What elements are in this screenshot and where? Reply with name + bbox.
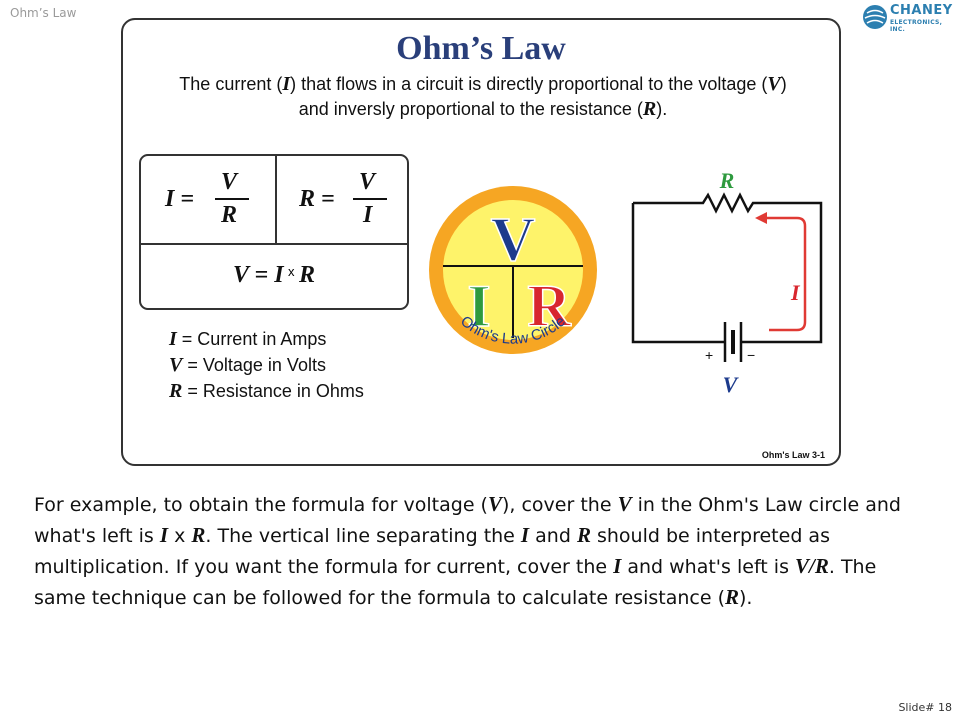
figure-description: The current (I) that flows in a circuit …	[179, 73, 787, 120]
ohms-law-figure: Ohm’s Law The current (I) that flows in …	[121, 18, 841, 466]
current-flow-arrow	[765, 216, 807, 332]
formula-current-lhs: I =	[165, 186, 195, 212]
legend-voltage: V = Voltage in Volts	[169, 354, 326, 376]
formula-table: I = V R R = V I V = I x R	[139, 154, 409, 310]
slide-number: Slide# 18	[898, 701, 952, 714]
ohms-law-circle: V I R Ohm's Law Circle	[429, 186, 597, 354]
company-logo: CHANEY ELECTRONICS, INC.	[860, 2, 956, 33]
formula-current-fraction-bar	[215, 198, 249, 200]
voltage-label: V	[723, 372, 740, 397]
current-arrow-head	[755, 212, 767, 224]
legend-resistance: R = Resistance in Ohms	[169, 380, 364, 402]
formula-resistance-numerator: V	[359, 169, 376, 195]
circle-letter-i: I	[467, 273, 490, 339]
formula-current-numerator: V	[221, 169, 238, 195]
logo-globe-icon	[863, 5, 887, 29]
slide-topic-header: Ohm’s Law	[10, 6, 77, 20]
battery-plus-sign: +	[705, 347, 713, 363]
formula-resistance-denominator: I	[363, 202, 373, 228]
figure-title: Ohm’s Law	[396, 30, 566, 67]
circle-letter-v: V	[491, 206, 536, 274]
circuit-wire	[631, 192, 823, 344]
circuit-diagram: + − V R I	[631, 170, 823, 397]
figure-reference: Ohm's Law 3-1	[761, 450, 825, 460]
circle-letter-r: R	[527, 273, 571, 339]
formula-resistance-lhs: R =	[299, 186, 335, 212]
current-label: I	[790, 280, 801, 305]
logo-subtitle: ELECTRONICS, INC.	[890, 19, 943, 33]
table-vertical-divider	[275, 156, 277, 244]
table-horizontal-divider	[141, 243, 407, 245]
battery-minus-sign: −	[747, 347, 755, 363]
formula-current-denominator: R	[221, 202, 238, 228]
formula-resistance-fraction-bar	[353, 198, 387, 200]
formula-voltage: V = I x R	[232, 262, 315, 288]
legend-current: I = Current in Amps	[169, 328, 327, 350]
resistor-label: R	[719, 170, 735, 193]
logo-name: CHANEY	[890, 3, 953, 18]
explanation-paragraph: For example, to obtain the formula for v…	[34, 492, 901, 609]
variable-legend: I = Current in Amps V = Voltage in Volts…	[169, 326, 364, 404]
